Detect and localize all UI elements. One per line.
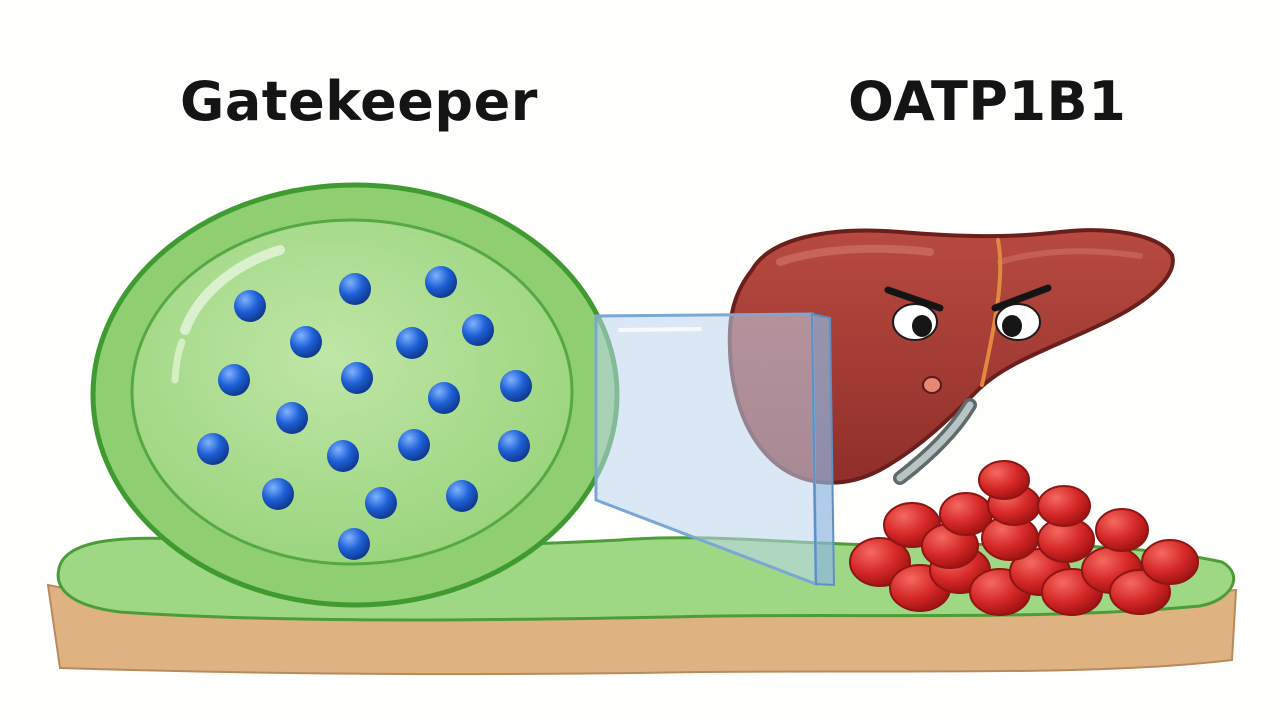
blue-molecule-icon — [218, 364, 250, 396]
red-blood-cell-icon — [978, 460, 1030, 500]
blue-molecule-icon — [197, 433, 229, 465]
red-blood-cell-icon — [1141, 539, 1199, 585]
blue-molecule-icon — [276, 402, 308, 434]
blue-molecule-icon — [425, 266, 457, 298]
liver-left-eye — [884, 286, 944, 341]
blue-molecule-icon — [498, 430, 530, 462]
red-blood-cell-icon — [1095, 508, 1149, 552]
blue-molecule-icon — [396, 327, 428, 359]
blue-molecule-icon — [290, 326, 322, 358]
blue-molecule-icon — [339, 273, 371, 305]
blue-molecule-icon — [428, 382, 460, 414]
label-oatp1b1: OATP1B1 — [848, 70, 1127, 133]
red-cells-pile — [849, 460, 1199, 616]
red-blood-cell-icon — [1037, 485, 1091, 527]
blue-molecule-icon — [398, 429, 430, 461]
liver-right-eye — [991, 284, 1052, 341]
blue-molecule-icon — [338, 528, 370, 560]
blue-molecule-icon — [341, 362, 373, 394]
blue-molecule-icon — [446, 480, 478, 512]
blue-molecule-icon — [262, 478, 294, 510]
blue-molecule-icon — [500, 370, 532, 402]
blue-molecule-icon — [327, 440, 359, 472]
glass-barrier-icon — [594, 312, 836, 587]
blue-molecules — [197, 266, 532, 560]
blue-molecule-icon — [462, 314, 494, 346]
blue-molecule-icon — [234, 290, 266, 322]
blue-molecule-icon — [365, 487, 397, 519]
label-gatekeeper: Gatekeeper — [180, 70, 538, 133]
angry-liver-icon — [727, 228, 1175, 485]
liver-mouth — [922, 376, 942, 394]
